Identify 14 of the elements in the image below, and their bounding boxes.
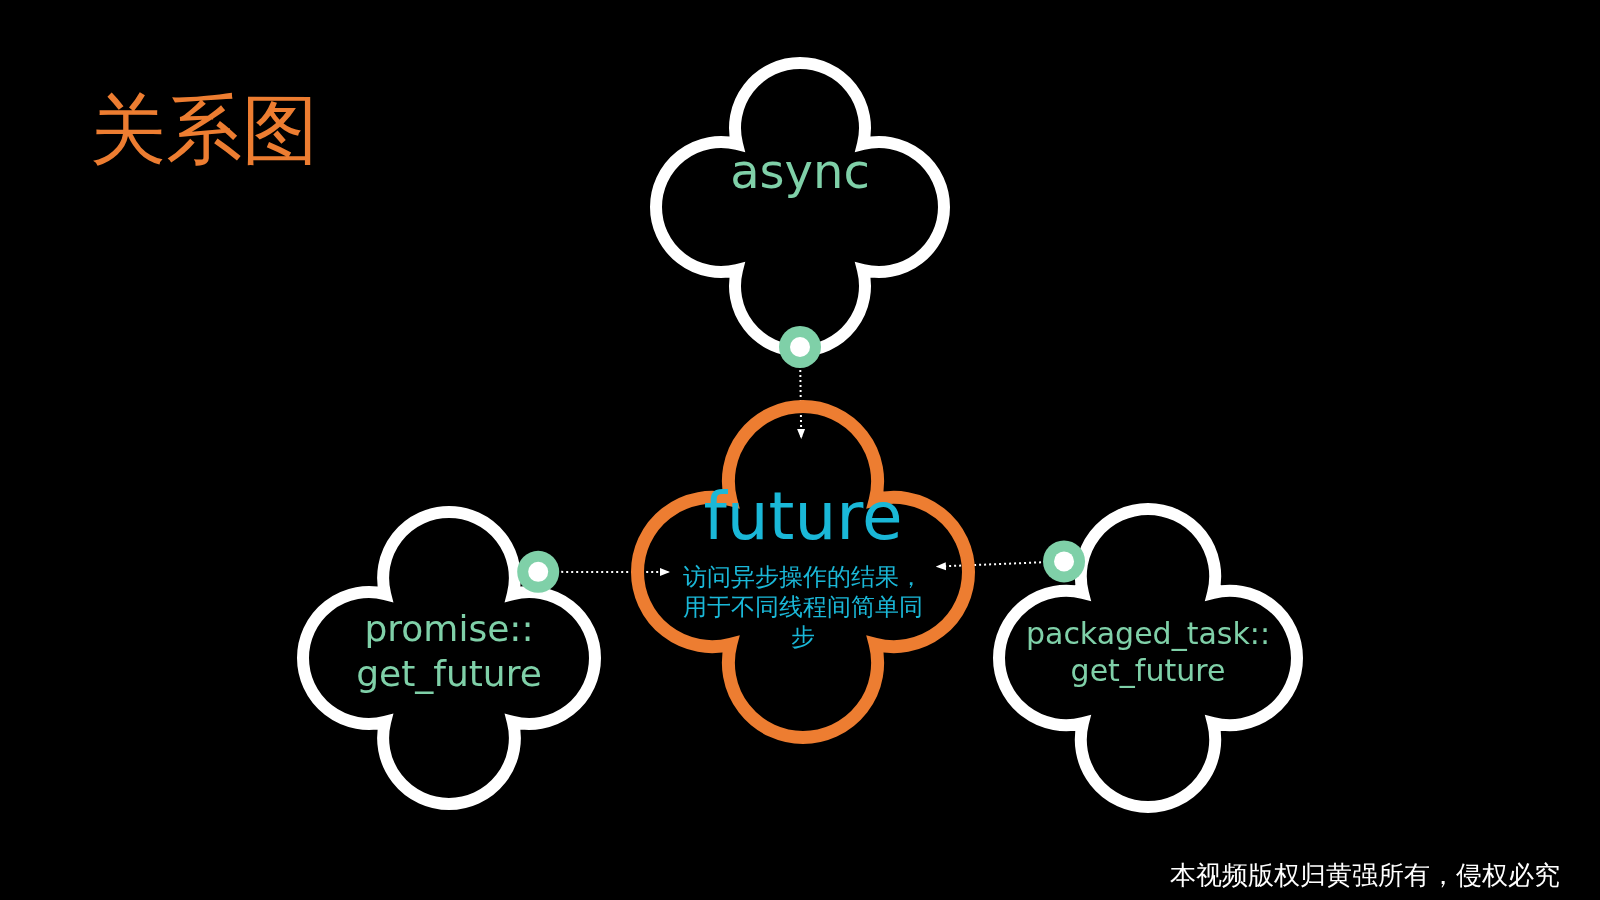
node-description: 访问异步操作的结果，用于不同线程间简单同步	[682, 561, 924, 652]
cloud-shape	[631, 400, 975, 744]
cloud-shape	[297, 506, 601, 810]
node-label: async	[729, 142, 871, 201]
copyright-notice: 本视频版权归黄强所有，侵权必究	[1170, 859, 1560, 892]
arrow	[560, 567, 670, 576]
node-label: future	[702, 476, 904, 557]
arrow	[797, 369, 806, 439]
cloud-shape	[993, 503, 1303, 813]
cloud-shape	[650, 57, 950, 357]
slide-title: 关系图	[90, 84, 318, 176]
node-label: promise:: get_future	[355, 607, 543, 697]
node-label: packaged_task:: get_future	[1024, 614, 1271, 690]
arrow	[935, 561, 1043, 571]
